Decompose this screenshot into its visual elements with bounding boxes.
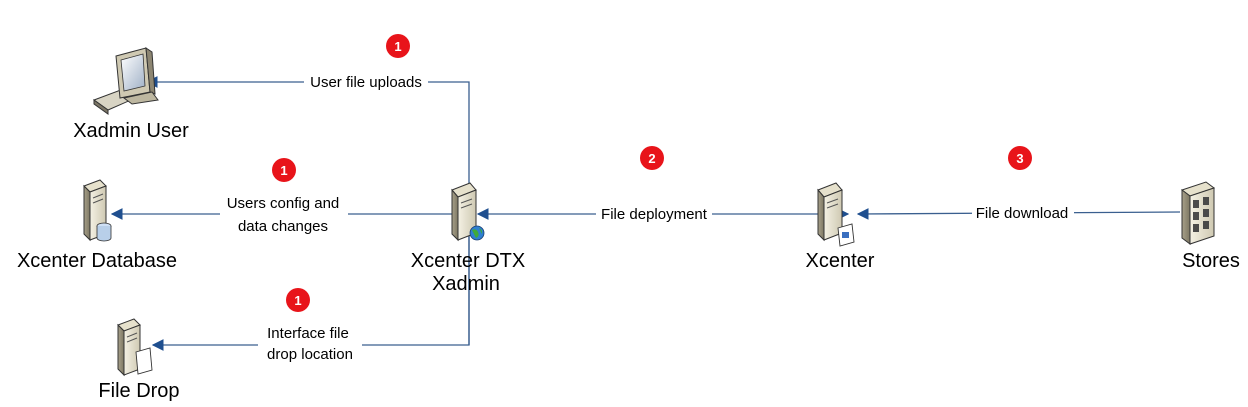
badge-user-uploads: 1 <box>386 34 410 58</box>
node-label-xcenter: Xcenter <box>806 250 875 272</box>
svg-text:3: 3 <box>1016 151 1023 166</box>
badge-db-changes: 1 <box>272 158 296 182</box>
badge-download: 3 <box>1008 146 1032 170</box>
workstation-icon <box>92 47 159 115</box>
svg-text:1: 1 <box>280 163 287 178</box>
node-label-file-drop: File Drop <box>98 380 179 402</box>
badge-deployment: 2 <box>640 146 664 170</box>
label-download: File download <box>976 205 1069 222</box>
stores-icon <box>1180 181 1216 245</box>
svg-text:2: 2 <box>648 151 655 166</box>
node-label-xcenter-database: Xcenter Database <box>17 250 177 272</box>
application-server-icon <box>817 182 855 247</box>
database-server-icon <box>83 179 112 242</box>
svg-text:1: 1 <box>294 293 301 308</box>
svg-text:1: 1 <box>394 39 401 54</box>
node-label-xadmin-user: Xadmin User <box>73 120 189 142</box>
node-label-dtx-line1: Xcenter DTX <box>411 250 525 272</box>
label-deployment: File deployment <box>601 206 708 223</box>
edge-labels: User file uploads Users config and data … <box>220 72 1074 364</box>
step-badges: 1 1 1 2 3 <box>272 34 1032 312</box>
web-server-icon <box>451 182 485 242</box>
label-file-drop-1: Interface file <box>267 325 349 342</box>
label-user-uploads: User file uploads <box>310 74 422 91</box>
file-server-icon <box>117 318 153 377</box>
badge-file-drop: 1 <box>286 288 310 312</box>
node-label-stores: Stores <box>1182 250 1240 272</box>
label-file-drop-2: drop location <box>267 346 353 363</box>
label-db-changes-1: Users config and <box>227 195 340 212</box>
node-label-dtx-line2: Xadmin <box>432 273 500 295</box>
label-db-changes-2: data changes <box>238 218 328 235</box>
